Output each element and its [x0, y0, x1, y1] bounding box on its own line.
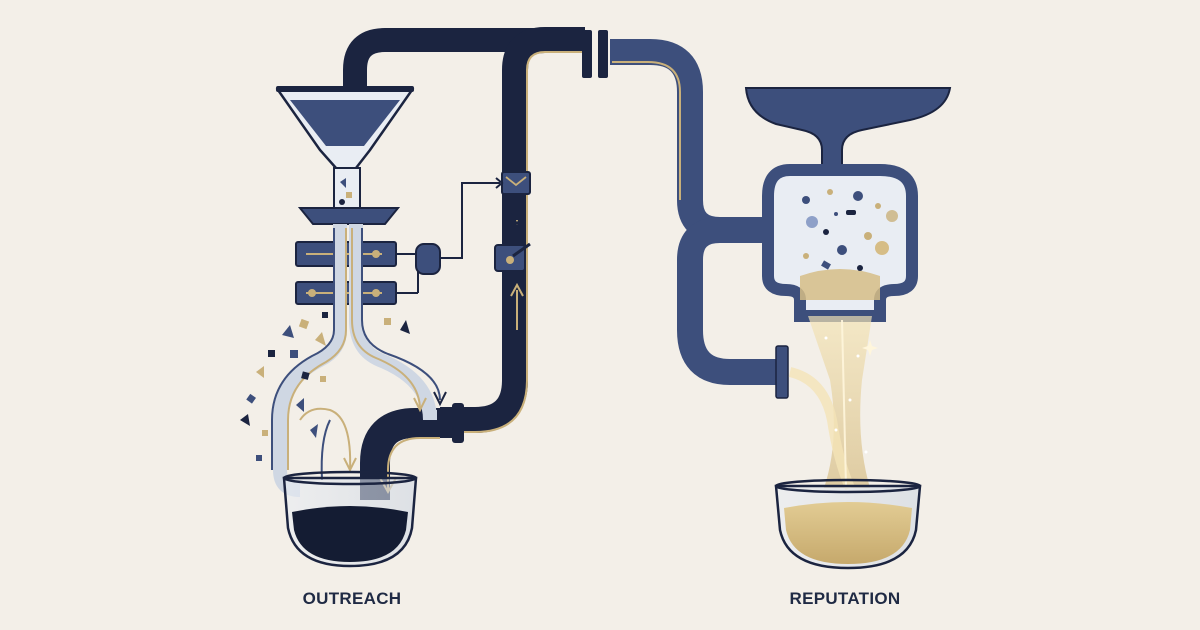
valve-icon — [775, 345, 789, 399]
control-box — [396, 182, 490, 294]
bowl-icon — [282, 470, 418, 568]
confetti — [240, 312, 410, 461]
envelope-icon — [488, 171, 531, 195]
pipe-flange — [598, 30, 608, 78]
particles — [339, 178, 352, 205]
pipe-flange — [582, 30, 592, 78]
outreach-label: OUTREACH — [302, 589, 402, 608]
filter-plate — [297, 207, 401, 225]
golden-stream — [788, 316, 878, 490]
bowl-icon — [774, 478, 922, 570]
right-funnel — [744, 87, 952, 171]
main-pipe — [343, 27, 608, 500]
mixing-chamber-icon — [762, 164, 918, 322]
reputation-label: REPUTATION — [789, 589, 901, 608]
right-pipe — [610, 39, 789, 399]
switch-icon — [494, 242, 531, 272]
